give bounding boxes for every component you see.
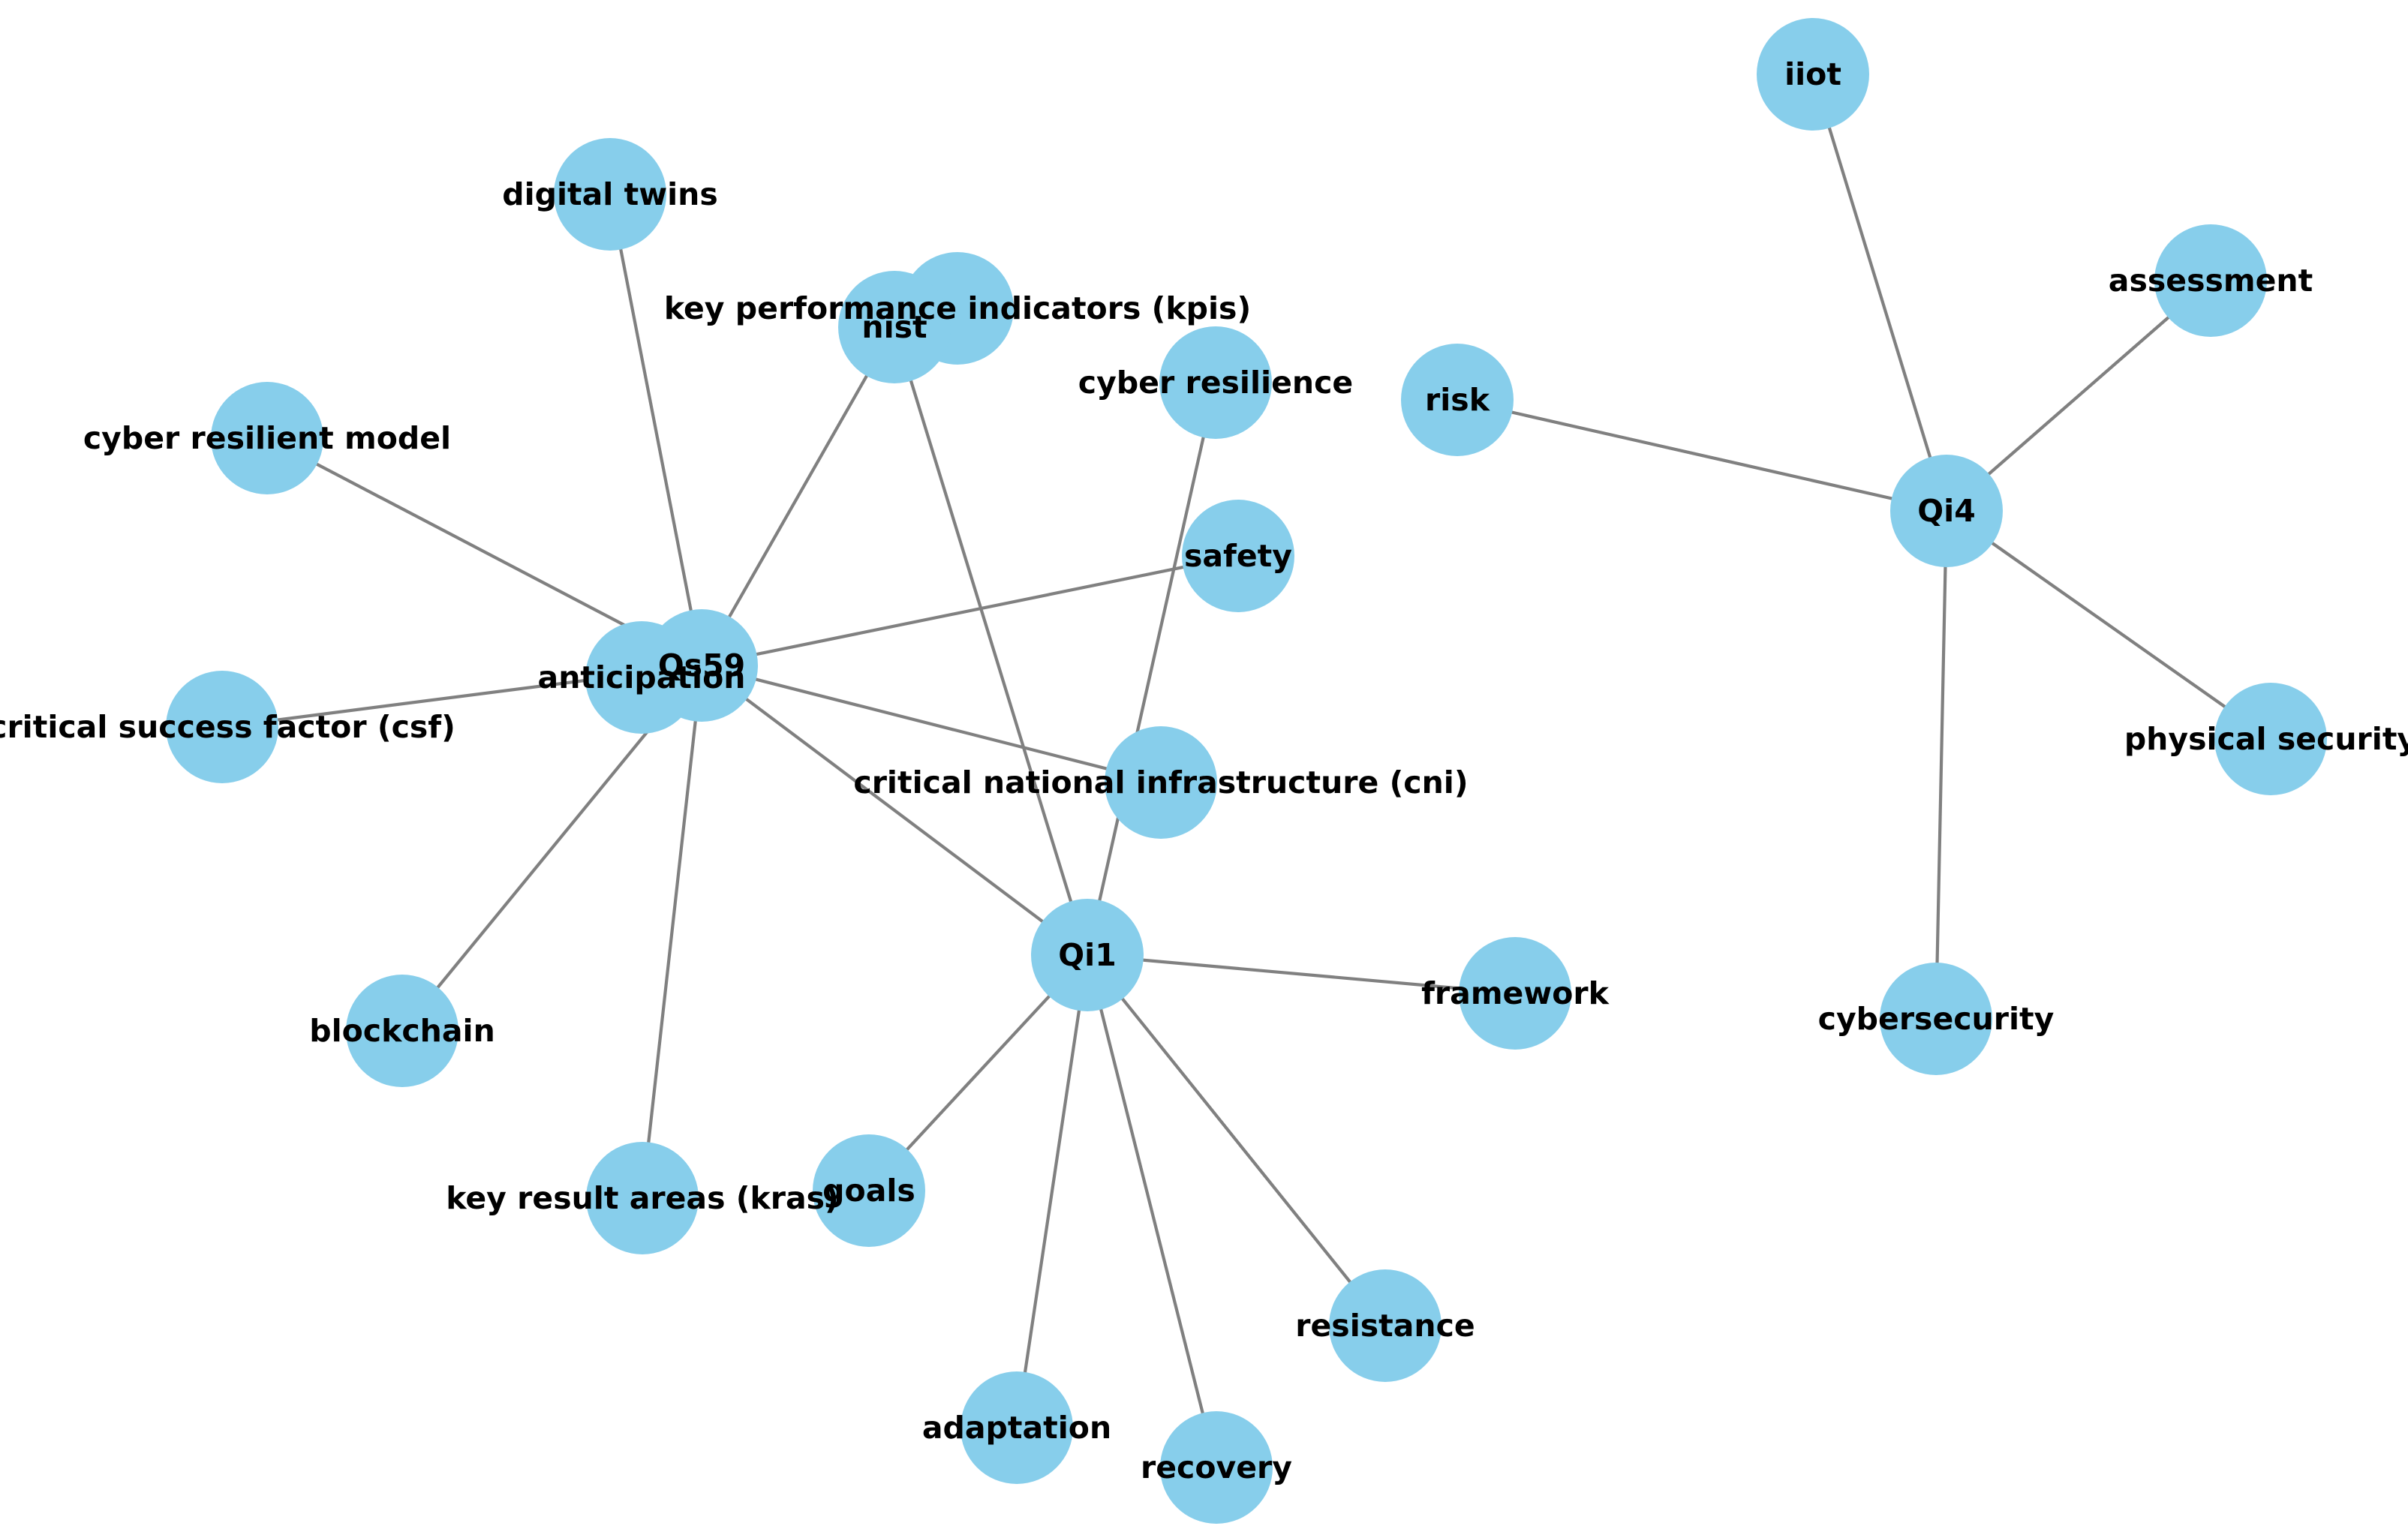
node-resistance[interactable] bbox=[1329, 1269, 1441, 1382]
node-kras[interactable] bbox=[586, 1142, 699, 1254]
edge-qs59-cni bbox=[701, 663, 1162, 785]
node-label-framework: framework bbox=[1421, 975, 1610, 1011]
node-label-physical-security: physical security bbox=[2124, 721, 2408, 757]
edge-qs59-qi1 bbox=[700, 664, 1089, 957]
node-label-qi4: Qi4 bbox=[1917, 493, 1975, 529]
edge-qi4-physical-security bbox=[1945, 509, 2272, 740]
node-goals[interactable] bbox=[813, 1134, 925, 1247]
node-label-nist: nist bbox=[861, 309, 927, 345]
node-label-anticipation: anticipation bbox=[538, 659, 746, 695]
node-label-assessment: assessment bbox=[2109, 263, 2313, 299]
edge-qi1-recovery bbox=[1085, 954, 1219, 1468]
node-label-cyber-resilience: cyber resilience bbox=[1078, 365, 1353, 401]
node-label-safety: safety bbox=[1184, 538, 1292, 574]
edge-qi4-iiot bbox=[1811, 74, 1949, 512]
node-assessment[interactable] bbox=[2154, 224, 2267, 337]
edge-qi4-risk bbox=[1457, 398, 1947, 513]
edge-qi4-assessment bbox=[1945, 279, 2212, 512]
node-risk[interactable] bbox=[1401, 344, 1514, 456]
edge-qi1-cyber-resilience bbox=[1085, 382, 1218, 956]
node-label-kpis: key performance indicators (kpis) bbox=[664, 290, 1251, 326]
node-label-csf: critical success factor (csf) bbox=[0, 709, 455, 745]
node-label-iiot: iiot bbox=[1784, 56, 1841, 92]
node-label-goals: goals bbox=[822, 1173, 915, 1209]
node-csf[interactable] bbox=[166, 671, 278, 783]
node-label-digital-twins: digital twins bbox=[502, 176, 718, 212]
edge-qi1-adaptation bbox=[1015, 954, 1090, 1428]
node-recovery[interactable] bbox=[1160, 1411, 1273, 1524]
node-cyber-resilience[interactable] bbox=[1159, 326, 1272, 439]
edge-qs59-nist bbox=[700, 326, 896, 667]
node-cyber-resilient-model[interactable] bbox=[211, 382, 323, 494]
edge-qs59-safety bbox=[701, 554, 1239, 668]
edge-qi1-nist bbox=[892, 326, 1090, 956]
node-safety[interactable] bbox=[1182, 500, 1294, 612]
node-label-cni: critical national infrastructure (cni) bbox=[853, 764, 1468, 801]
node-label-qs59: Qs59 bbox=[658, 647, 745, 683]
edges-layer bbox=[221, 74, 2272, 1468]
node-anticipation[interactable] bbox=[585, 621, 698, 734]
node-label-risk: risk bbox=[1425, 382, 1491, 418]
node-blockchain[interactable] bbox=[346, 975, 458, 1087]
node-label-kras: key result areas (kras) bbox=[446, 1180, 839, 1216]
node-cni[interactable] bbox=[1105, 726, 1217, 839]
node-label-recovery: recovery bbox=[1141, 1449, 1292, 1485]
edge-qs59-kras bbox=[640, 665, 704, 1199]
node-cybersecurity[interactable] bbox=[1880, 963, 1992, 1075]
edge-qi4-cybersecurity bbox=[1934, 510, 1949, 1020]
node-label-qi1: Qi1 bbox=[1058, 937, 1116, 973]
node-framework[interactable] bbox=[1459, 937, 1571, 1050]
edge-qi1-framework bbox=[1087, 953, 1516, 996]
node-label-blockchain: blockchain bbox=[309, 1013, 495, 1049]
node-label-cybersecurity: cybersecurity bbox=[1818, 1001, 2055, 1037]
node-qi4[interactable] bbox=[1890, 455, 2003, 567]
node-label-cyber-resilient-model: cyber resilient model bbox=[83, 420, 451, 456]
edge-qs59-digital-twins bbox=[608, 194, 704, 666]
node-qi1[interactable] bbox=[1031, 899, 1144, 1011]
node-nist[interactable] bbox=[838, 271, 951, 383]
node-adaptation[interactable] bbox=[960, 1371, 1073, 1484]
node-label-resistance: resistance bbox=[1295, 1308, 1475, 1344]
node-physical-security[interactable] bbox=[2214, 683, 2327, 795]
node-label-adaptation: adaptation bbox=[922, 1410, 1111, 1446]
node-iiot[interactable] bbox=[1757, 18, 1869, 131]
node-digital-twins[interactable] bbox=[554, 138, 666, 251]
edge-qi1-resistance bbox=[1086, 954, 1387, 1327]
